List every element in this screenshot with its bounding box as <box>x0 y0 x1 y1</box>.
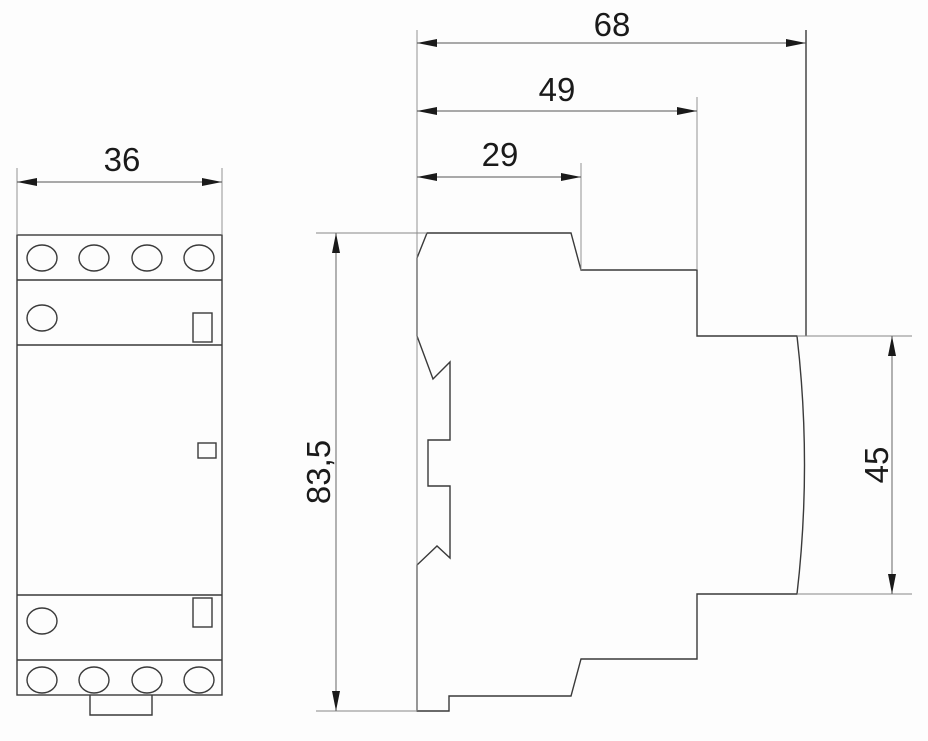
terminal-screw <box>183 244 215 272</box>
terminal-screw <box>26 244 58 272</box>
side-view: 68 49 29 83,5 45 <box>300 6 912 712</box>
depth-49-label: 49 <box>539 71 576 108</box>
indicator-window <box>197 442 217 459</box>
bottom-terminals <box>26 666 215 694</box>
side-profile-outline <box>416 232 806 712</box>
housing-outline <box>16 234 223 696</box>
top-terminals <box>26 244 215 272</box>
front-height-label: 45 <box>858 447 895 484</box>
depth-29-label: 29 <box>482 136 519 173</box>
label-window <box>192 597 213 628</box>
terminal-screw <box>78 666 110 694</box>
din-clip-tab <box>89 695 153 716</box>
width-label: 36 <box>104 141 141 178</box>
terminal-screw <box>26 666 58 694</box>
depth-68-label: 68 <box>594 6 631 43</box>
terminal-screw <box>78 244 110 272</box>
terminal-screw <box>183 666 215 694</box>
terminal-screw <box>131 666 163 694</box>
terminal-screw <box>131 244 163 272</box>
coil-terminal-screw <box>26 304 58 332</box>
label-window <box>192 312 213 343</box>
coil-terminal-screw <box>26 607 58 635</box>
front-view: 36 <box>16 141 223 716</box>
height-label: 83,5 <box>300 440 337 504</box>
